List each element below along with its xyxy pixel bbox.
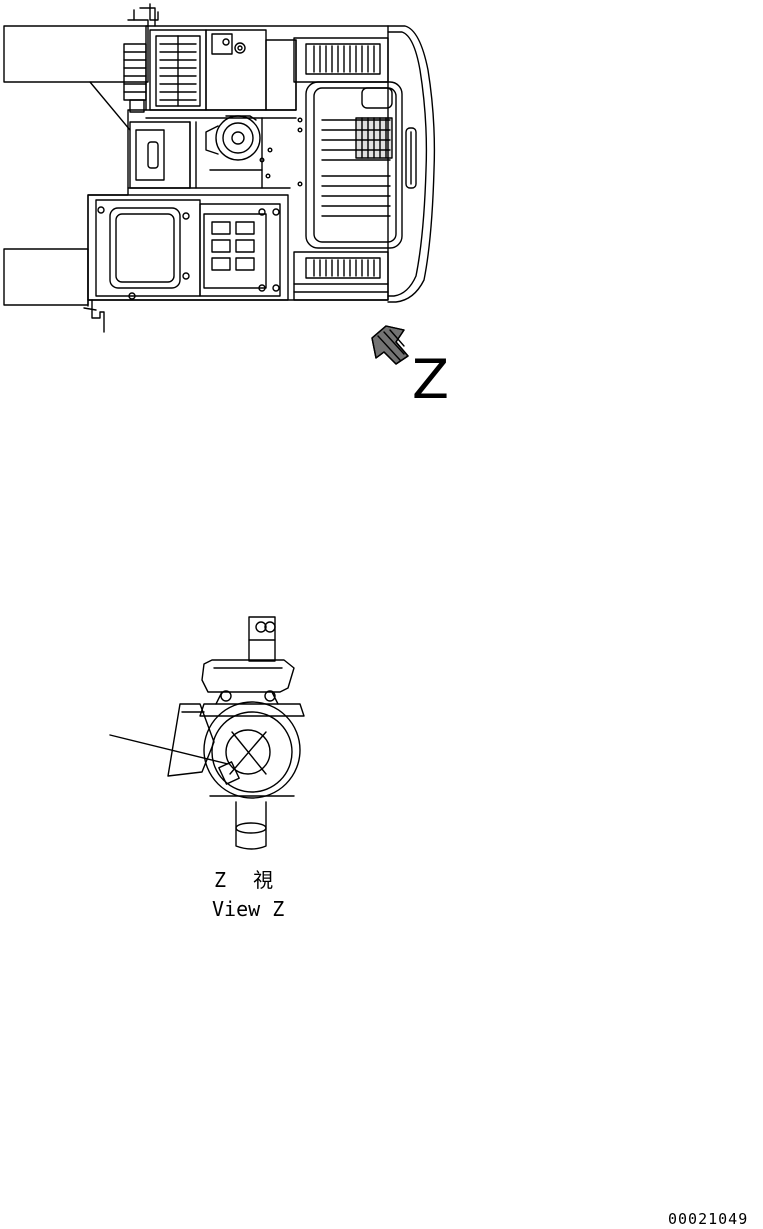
cab-outline [87, 194, 289, 301]
air-cleaner-housing [203, 701, 301, 799]
view-z-arrow [371, 325, 409, 365]
view-z-detail [109, 616, 305, 850]
view-title-japanese: Z 視 [214, 868, 275, 892]
hood-outline [387, 25, 436, 303]
leader-line-upper [89, 81, 131, 131]
top-bracket [139, 3, 159, 27]
main-frame [87, 25, 389, 301]
leader-line-view-z [109, 734, 229, 765]
callout-box-lower [3, 248, 89, 306]
view-arrow-label: Z [412, 348, 449, 411]
top-view [3, 3, 436, 365]
view-title-english: View Z [212, 897, 285, 921]
callout-box-upper [3, 25, 149, 83]
drawing-number: 00021049 [668, 1210, 749, 1228]
radiator-core [305, 81, 403, 249]
